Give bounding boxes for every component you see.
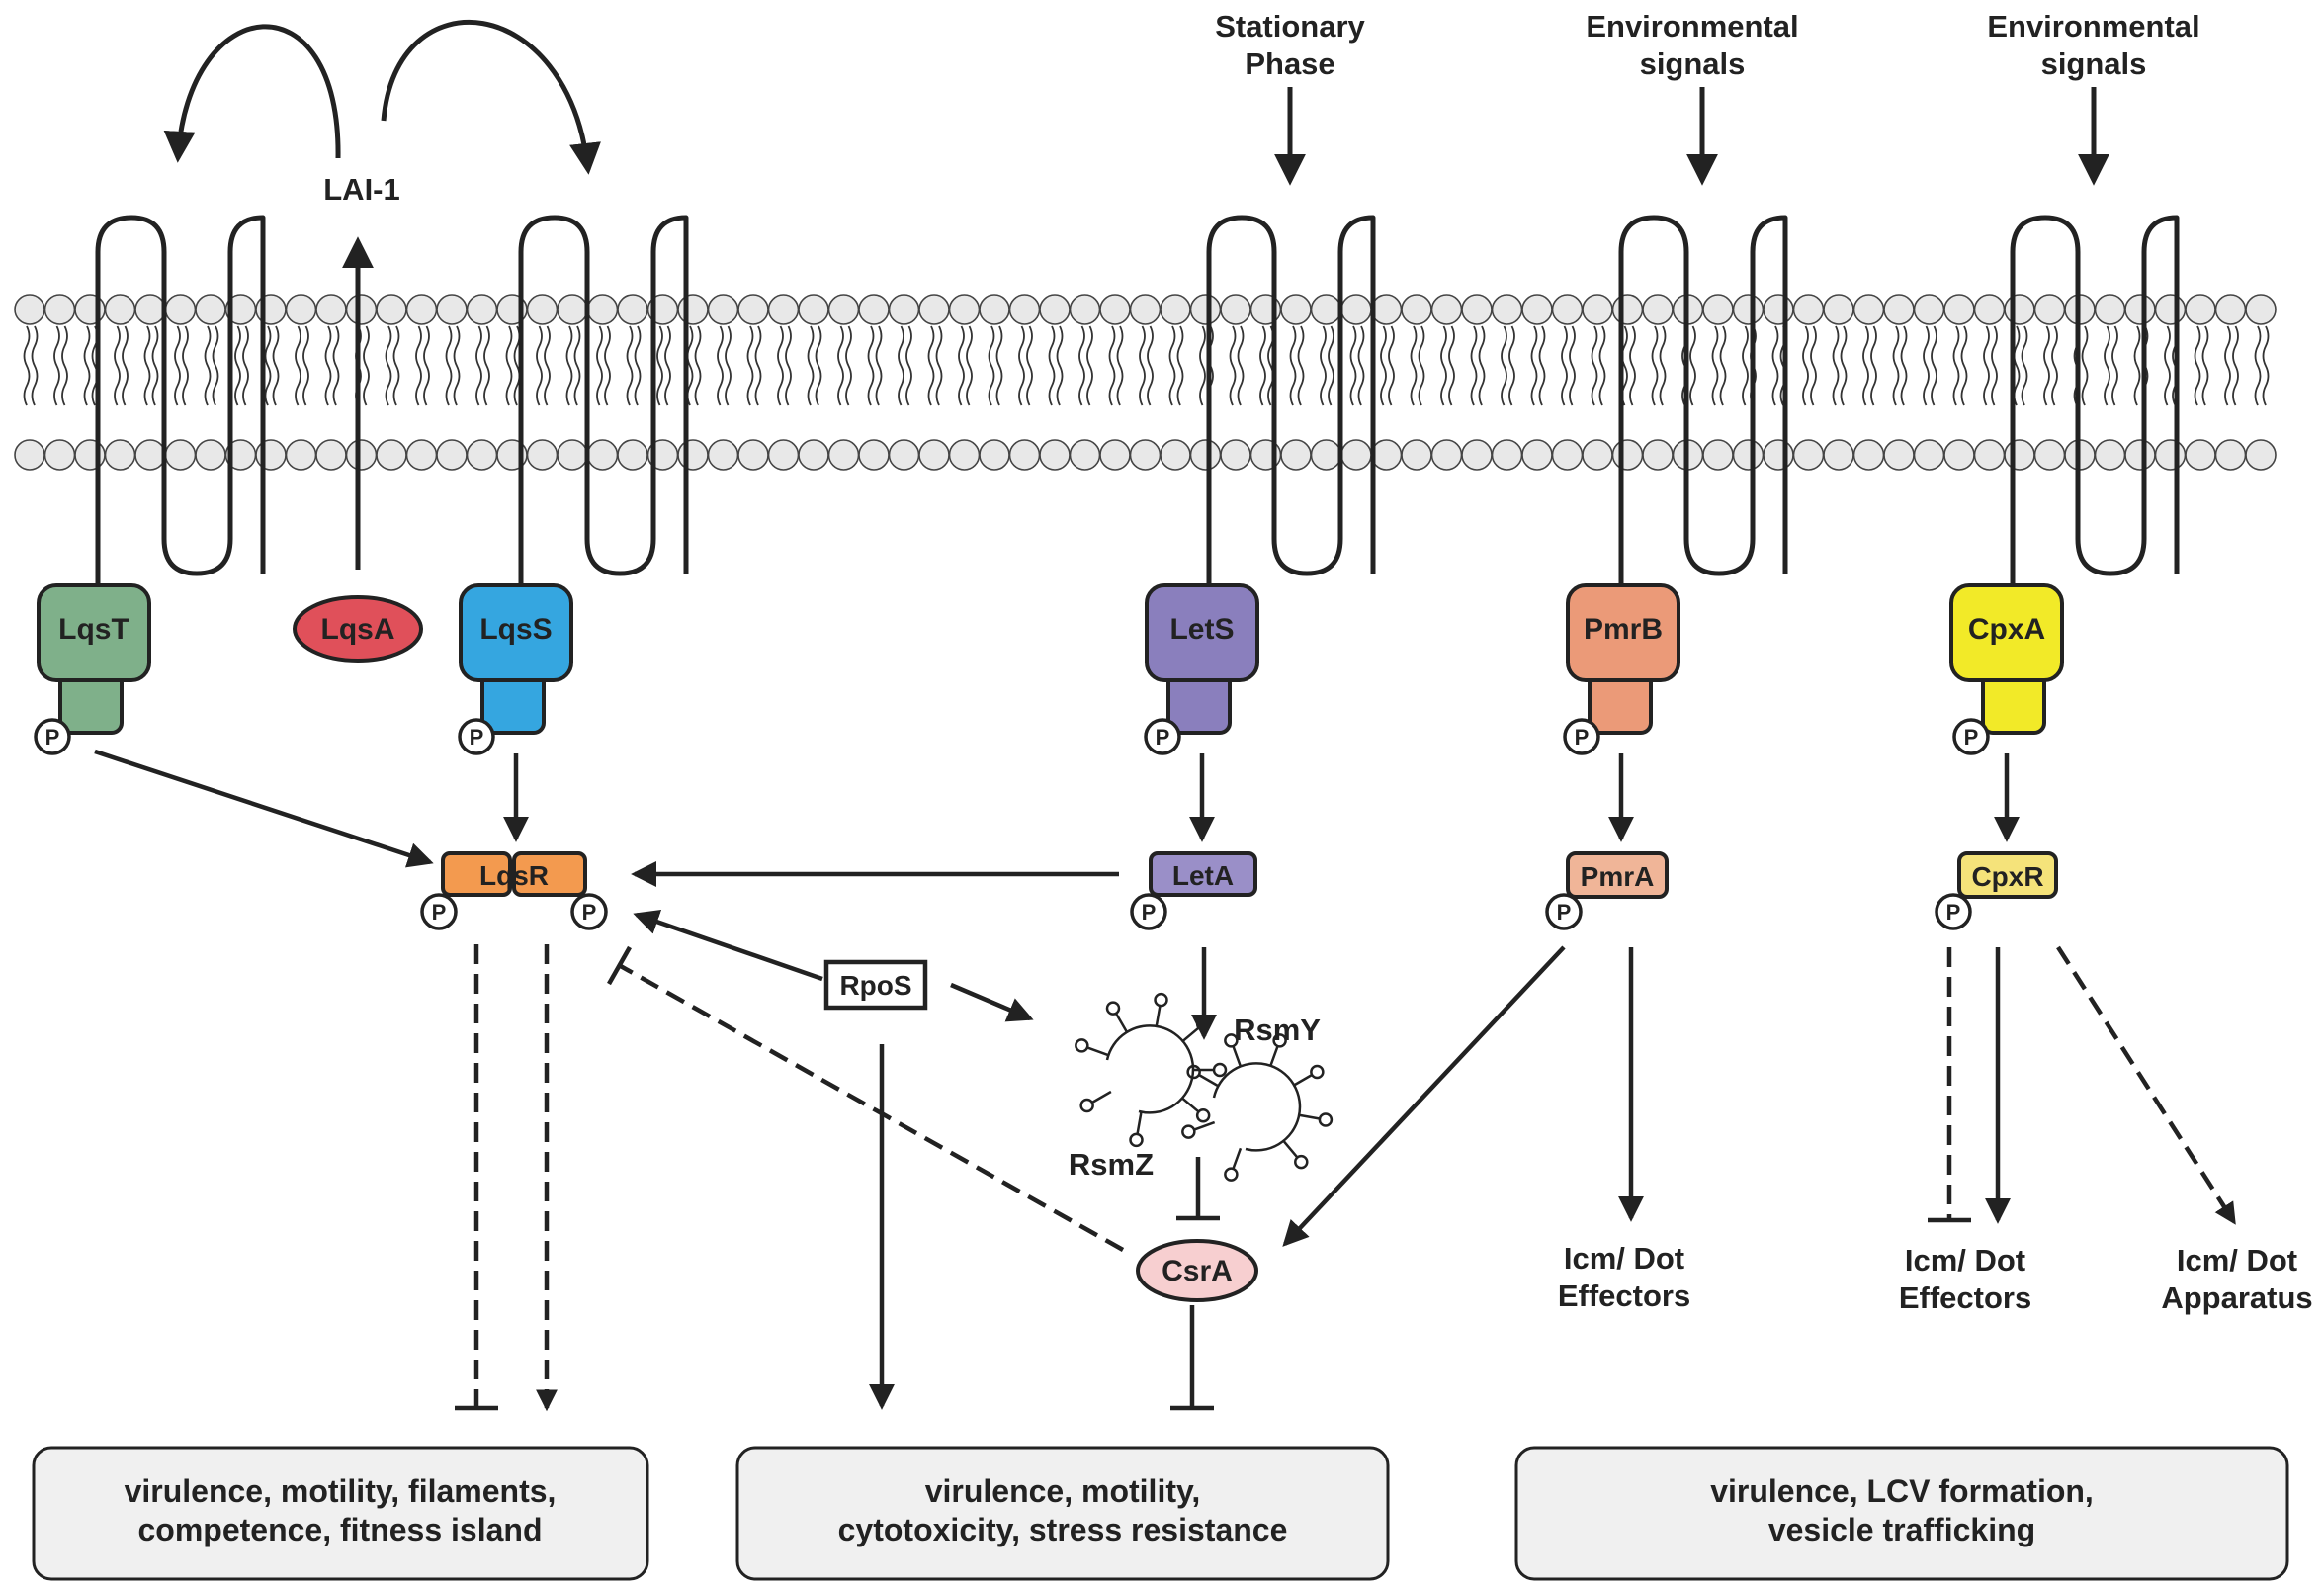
env-signals-2-label-line2: signals bbox=[2041, 46, 2147, 81]
pmra-effectors-label-line1: Icm/ Dot bbox=[1564, 1241, 1684, 1276]
lqsr-phosphate-left: P bbox=[420, 893, 458, 930]
rsmy-label: RsmY bbox=[1234, 1013, 1321, 1047]
svg-text:P: P bbox=[45, 725, 60, 750]
env-signals-1-label-line1: Environmental bbox=[1586, 9, 1798, 44]
svg-text:P: P bbox=[582, 900, 597, 925]
svg-text:P: P bbox=[1964, 725, 1979, 750]
outcome-box-let: virulence, motility, cytotoxicity, stres… bbox=[735, 1446, 1390, 1581]
cpxr-apparatus-label-line2: Apparatus bbox=[2161, 1281, 2312, 1315]
env-signals-2-label-line1: Environmental bbox=[1987, 9, 2199, 44]
cpxr-activates-apparatus-dashed bbox=[2056, 945, 2236, 1225]
svg-text:P: P bbox=[1557, 900, 1572, 925]
lqss-phosphate: P bbox=[458, 718, 495, 755]
outcome-pmr-cpx-line2: vesicle trafficking bbox=[1768, 1512, 2035, 1547]
leta-phosphate: P bbox=[1130, 893, 1167, 930]
lets-helices bbox=[1206, 215, 1376, 588]
cpxr-effectors-label-line2: Effectors bbox=[1899, 1281, 2031, 1315]
pmra-to-csra-arrow bbox=[1282, 945, 1566, 1247]
lqsr-regulator: LqsR bbox=[441, 851, 587, 897]
lqss-helices bbox=[518, 215, 689, 588]
rpos-to-rsmz-arrow bbox=[950, 982, 1034, 1022]
cpxa-label: CpxA bbox=[1968, 613, 2045, 646]
stationary-phase-label-line2: Phase bbox=[1245, 46, 1334, 81]
cpxr-phosphate: P bbox=[1935, 893, 1972, 930]
pmrb-phosphate: P bbox=[1563, 718, 1600, 755]
cpxr-label: CpxR bbox=[1971, 861, 2043, 892]
outcome-lqs-line1: virulence, motility, filaments, bbox=[125, 1473, 557, 1509]
outcome-let-line2: cytotoxicity, stress resistance bbox=[838, 1512, 1288, 1547]
pmrb-label: PmrB bbox=[1584, 613, 1663, 646]
outcome-box-lqs: virulence, motility, filaments, competen… bbox=[32, 1446, 649, 1581]
lqss-kinase: LqsS bbox=[459, 583, 573, 735]
lets-label: LetS bbox=[1169, 613, 1234, 646]
cell-membrane bbox=[14, 294, 2277, 471]
rpos-box: RpoS bbox=[823, 959, 928, 1011]
cpxa-kinase: CpxA bbox=[1949, 583, 2064, 735]
pmrb-kinase: PmrB bbox=[1566, 583, 1680, 735]
lets-kinase: LetS bbox=[1145, 583, 1259, 735]
rsmz-label: RsmZ bbox=[1069, 1147, 1154, 1182]
csra-inhibits-lqsr-dashed bbox=[617, 963, 1125, 1252]
cpxr-regulator: CpxR bbox=[1957, 851, 2058, 899]
lets-phosphate: P bbox=[1144, 718, 1181, 755]
cpxa-helices bbox=[2010, 215, 2180, 588]
lai1-label: LAI-1 bbox=[323, 172, 400, 207]
lqst-kinase: LqsT bbox=[37, 583, 151, 735]
rsmy-srna bbox=[1181, 1033, 1334, 1182]
pmra-regulator: PmrA bbox=[1566, 851, 1669, 899]
pmra-phosphate: P bbox=[1545, 893, 1583, 930]
svg-text:P: P bbox=[1142, 900, 1157, 925]
stationary-phase-label-line1: Stationary bbox=[1215, 9, 1365, 44]
lqst-to-lqsr-arrow bbox=[94, 749, 434, 868]
leta-regulator: LetA bbox=[1149, 851, 1257, 897]
outcome-box-pmr-cpx: virulence, LCV formation, vesicle traffi… bbox=[1514, 1446, 2289, 1581]
svg-text:P: P bbox=[1575, 725, 1590, 750]
outcome-lqs-line2: competence, fitness island bbox=[137, 1512, 542, 1547]
rpos-to-lqsr-arrow bbox=[633, 909, 823, 982]
svg-text:P: P bbox=[1156, 725, 1170, 750]
lqsa-label: LqsA bbox=[321, 613, 395, 646]
pmrb-helices bbox=[1618, 215, 1788, 588]
leta-label: LetA bbox=[1172, 860, 1234, 891]
csra-protein: CsrA bbox=[1136, 1239, 1258, 1302]
lqss-label: LqsS bbox=[479, 613, 552, 646]
lqst-phosphate: P bbox=[34, 718, 71, 755]
lqst-helices bbox=[95, 215, 266, 588]
rpos-label: RpoS bbox=[839, 970, 911, 1001]
lqsr-label: LqsR bbox=[479, 860, 549, 891]
pmra-effectors-label-line2: Effectors bbox=[1558, 1279, 1690, 1313]
outcome-pmr-cpx-line1: virulence, LCV formation, bbox=[1710, 1473, 2094, 1509]
csra-label: CsrA bbox=[1162, 1255, 1233, 1287]
lqsa-protein: LqsA bbox=[293, 595, 423, 662]
env-signals-1-label-line2: signals bbox=[1640, 46, 1746, 81]
svg-text:P: P bbox=[470, 725, 484, 750]
svg-text:P: P bbox=[432, 900, 447, 925]
lqsr-phosphate-right: P bbox=[570, 893, 608, 930]
svg-text:P: P bbox=[1946, 900, 1961, 925]
cpxr-effectors-label-line1: Icm/ Dot bbox=[1905, 1243, 2025, 1278]
cpxr-apparatus-label-line1: Icm/ Dot bbox=[2177, 1243, 2297, 1278]
cpxa-phosphate: P bbox=[1952, 718, 1990, 755]
lai1-curved-arrows bbox=[163, 20, 601, 175]
outcome-let-line1: virulence, motility, bbox=[925, 1473, 1201, 1509]
lqst-label: LqsT bbox=[58, 613, 129, 646]
pmra-label: PmrA bbox=[1581, 861, 1655, 892]
